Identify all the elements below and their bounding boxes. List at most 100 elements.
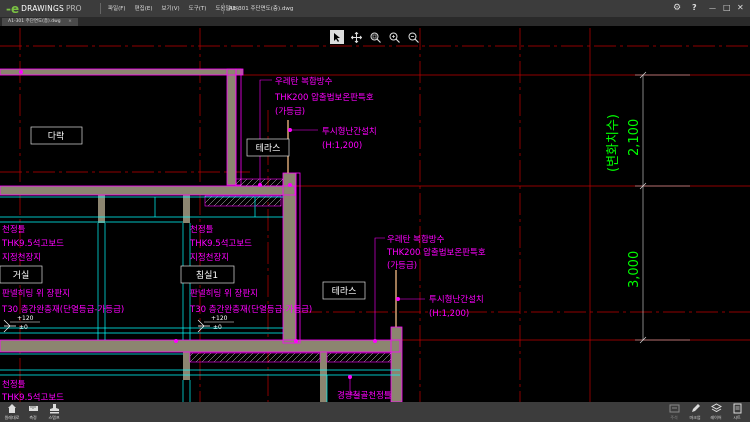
annotation-label: 주석	[670, 415, 678, 420]
annotation: T30 층간완충재(단열등급-가등급)	[1, 304, 124, 315]
markup-button[interactable]: 마크업	[685, 403, 705, 421]
document-tab[interactable]: A1-301 주단면도(층).dwg ×	[2, 18, 78, 26]
cursor-arrow-icon	[334, 33, 340, 42]
menu-edit[interactable]: 편집(E)	[134, 6, 153, 12]
annotation: THK200 압출법보온판특호	[274, 92, 374, 103]
settings-icon[interactable]: ⚙	[673, 3, 682, 13]
annotation: 판넬히팅 위 장판지	[2, 288, 70, 299]
annotation: 우레탄 복합방수	[275, 76, 333, 87]
level-value: +120	[17, 315, 34, 322]
level-marker: +120 ±0	[3, 315, 40, 333]
terrace-label: 테라스	[256, 143, 281, 154]
dimension-text: 3,000	[627, 251, 642, 288]
annotation: THK9.5석고보드	[189, 238, 252, 249]
markup-icon	[691, 404, 700, 412]
sheet-button[interactable]: 시트	[727, 403, 747, 421]
annotation: 판넬히팅 위 장판지	[190, 288, 258, 299]
annotation: THK9.5석고보드	[1, 392, 64, 403]
annotation: (가등급)	[387, 261, 417, 271]
app-brand: DRAWINGS	[21, 4, 64, 13]
zoom-window-button[interactable]	[368, 30, 382, 44]
app-logo: -e DRAWINGS PRO	[6, 2, 82, 15]
document-tab-bar: A1-301 주단면도(층).dwg ×	[0, 17, 750, 26]
stamp-button[interactable]: 스탬프	[44, 403, 64, 421]
hatch-band	[326, 352, 392, 363]
zoom-out-button[interactable]	[406, 30, 420, 44]
document-tab-label: A1-301 주단면도(층).dwg	[8, 19, 61, 24]
level-value: ±0	[213, 324, 222, 331]
separator	[100, 3, 101, 14]
layer-icon	[710, 403, 722, 413]
annotation: (H:1,200)	[429, 309, 469, 319]
annotation: (가등급)	[275, 107, 305, 117]
leader-dots	[19, 70, 400, 379]
separator	[223, 3, 224, 14]
tab-close-icon[interactable]: ×	[68, 19, 72, 24]
maximize-button[interactable]: □	[723, 3, 731, 12]
annotation: (H:1,200)	[322, 141, 362, 151]
room-bedroom-label: 침실1	[196, 270, 218, 281]
annotation: 천정틀	[2, 379, 26, 390]
dimension-text: (변화치수)	[606, 114, 621, 172]
layer-label: 레이어	[710, 415, 722, 420]
view-toolbar	[330, 30, 425, 44]
room-attic-label: 다락	[48, 130, 65, 142]
zoom-in-icon	[389, 32, 400, 43]
walls	[0, 69, 402, 402]
layer-button[interactable]: 레이어	[706, 403, 726, 421]
close-button[interactable]: ✕	[737, 3, 744, 12]
reset-view-label: 원래대로	[4, 415, 20, 420]
menu-file[interactable]: 파일(F)	[108, 6, 126, 12]
measure-icon	[28, 406, 38, 411]
menu-tools[interactable]: 도구(T)	[188, 6, 207, 12]
dimension-lines	[635, 71, 690, 344]
measure-button[interactable]: 측정	[23, 403, 43, 421]
minimize-button[interactable]: —	[709, 4, 716, 12]
room-living-label: 거실	[13, 270, 30, 281]
room-labels: 다락 거실 침실1 테라스 테라스	[13, 130, 357, 297]
annotation: 지정천장지	[2, 252, 41, 263]
menu-view[interactable]: 보기(V)	[161, 6, 180, 12]
sheet-icon	[733, 403, 741, 414]
annotation: THK200 압출법보온판특호	[386, 247, 486, 258]
hatch-band	[189, 352, 321, 363]
zoom-out-icon	[408, 32, 419, 43]
reset-view-button[interactable]: 원래대로	[2, 403, 22, 421]
sheet-label: 시트	[733, 415, 741, 420]
annotation: THK9.5석고보드	[1, 238, 64, 249]
terrace-label: 테라스	[332, 286, 357, 297]
pan-tool-button[interactable]	[349, 30, 363, 44]
wall-outlines	[0, 68, 403, 403]
logo-e-icon: -e	[6, 1, 20, 16]
home-icon	[8, 404, 16, 413]
cyan-lines	[0, 196, 400, 402]
room-label-boxes	[0, 126, 366, 300]
select-tool-button[interactable]	[330, 30, 344, 44]
annotation: 천정틀	[2, 224, 26, 235]
bottom-toolbar: 원래대로 측정 스탬프 주석 마크업 레이어 시트	[0, 402, 750, 422]
annotation: 우레탄 복합방수	[387, 234, 445, 245]
dimension-text: 2,100	[627, 119, 642, 156]
annotation-button[interactable]: 주석	[664, 403, 684, 421]
document-title: A1-301 주단면도(층).dwg	[229, 6, 294, 12]
annotation: 경량철골천정틀	[337, 390, 392, 401]
annotation-icon	[669, 404, 679, 413]
markup-label: 마크업	[689, 415, 701, 420]
measure-label: 측정	[29, 415, 37, 420]
help-icon[interactable]: ?	[692, 3, 697, 12]
annotations: 우레탄 복합방수 THK200 압출법보온판특호 (가등급) 투시형난간설치 (…	[1, 76, 486, 403]
zoom-window-icon	[370, 32, 381, 43]
annotation: 지정천장지	[190, 252, 229, 263]
level-value: +120	[211, 315, 228, 322]
zoom-in-button[interactable]	[387, 30, 401, 44]
dimension-texts: (변화치수) 2,100 3,000	[606, 114, 642, 288]
annotation: 투시형난간설치	[322, 126, 377, 137]
stamp-label: 스탬프	[48, 415, 60, 420]
annotation: T30 층간완충재(단열등급-가등급)	[189, 304, 312, 315]
menu-bar: 파일(F) 편집(E) 보기(V) 도구(T) 도움말(H)	[108, 4, 248, 12]
pan-arrows-icon	[350, 31, 362, 43]
stamp-icon	[49, 404, 59, 414]
menu-help[interactable]: 도움말(H)	[215, 6, 240, 12]
level-value: ±0	[19, 324, 28, 331]
